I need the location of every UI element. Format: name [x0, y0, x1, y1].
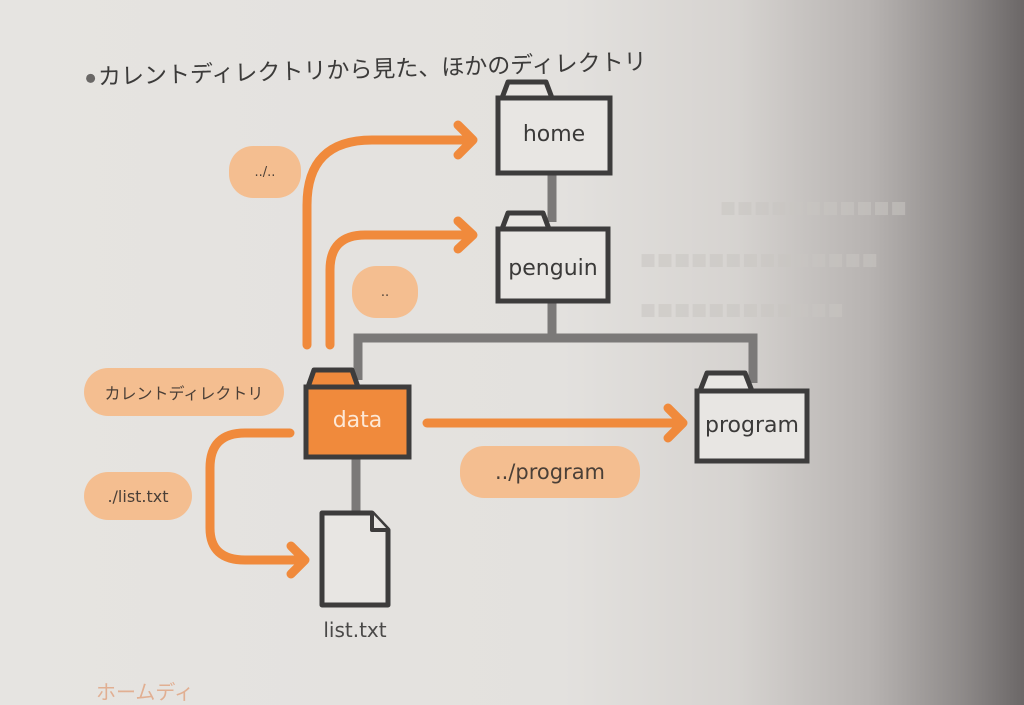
- folder-home-label: home: [522, 122, 586, 147]
- folder-penguin-label: penguin: [508, 256, 598, 281]
- folder-home: [495, 79, 613, 176]
- folder-program-label: program: [705, 413, 799, 438]
- folder-program: [694, 370, 810, 464]
- file-fold: [370, 513, 388, 532]
- arrow-to-list-txt: [205, 428, 310, 579]
- folder-body: [694, 388, 810, 464]
- tree-lines: [351, 175, 758, 515]
- path-label-to-program: ../program: [460, 446, 640, 498]
- file-list-txt: [319, 510, 391, 608]
- background-bleed-text: ■■■■■■■■■■■■■■: [640, 250, 879, 270]
- folder-icon: [305, 367, 361, 390]
- path-label-to-home: ../..: [229, 146, 301, 198]
- folder-data-label: data: [332, 408, 383, 433]
- path-label-to-list-txt: ./list.txt: [84, 472, 192, 520]
- tree-line-branch: [353, 333, 758, 383]
- file-icon: [319, 510, 391, 608]
- folder-body: [303, 384, 412, 460]
- folder-body: [495, 95, 613, 176]
- folder-body: [495, 226, 611, 304]
- background-bleed-text: ■■■■■■■■■■■: [720, 198, 908, 218]
- arrow-to-penguin: [325, 216, 478, 350]
- file-list-txt-label: list.txt: [323, 618, 387, 642]
- folder-icon: [697, 370, 755, 394]
- path-label-current-directory: カレントディレクトリ: [84, 368, 284, 416]
- path-label-to-penguin: ..: [352, 266, 418, 318]
- next-section-heading: ホームディ: [96, 680, 194, 704]
- arrow-to-home: [302, 120, 478, 350]
- folder-penguin: [495, 210, 611, 304]
- background-bleed-text: ■■■■■■■■■■■■: [640, 300, 845, 320]
- folder-data: [303, 367, 412, 460]
- arrow-to-program: [422, 403, 688, 443]
- path-arrows: [205, 120, 688, 579]
